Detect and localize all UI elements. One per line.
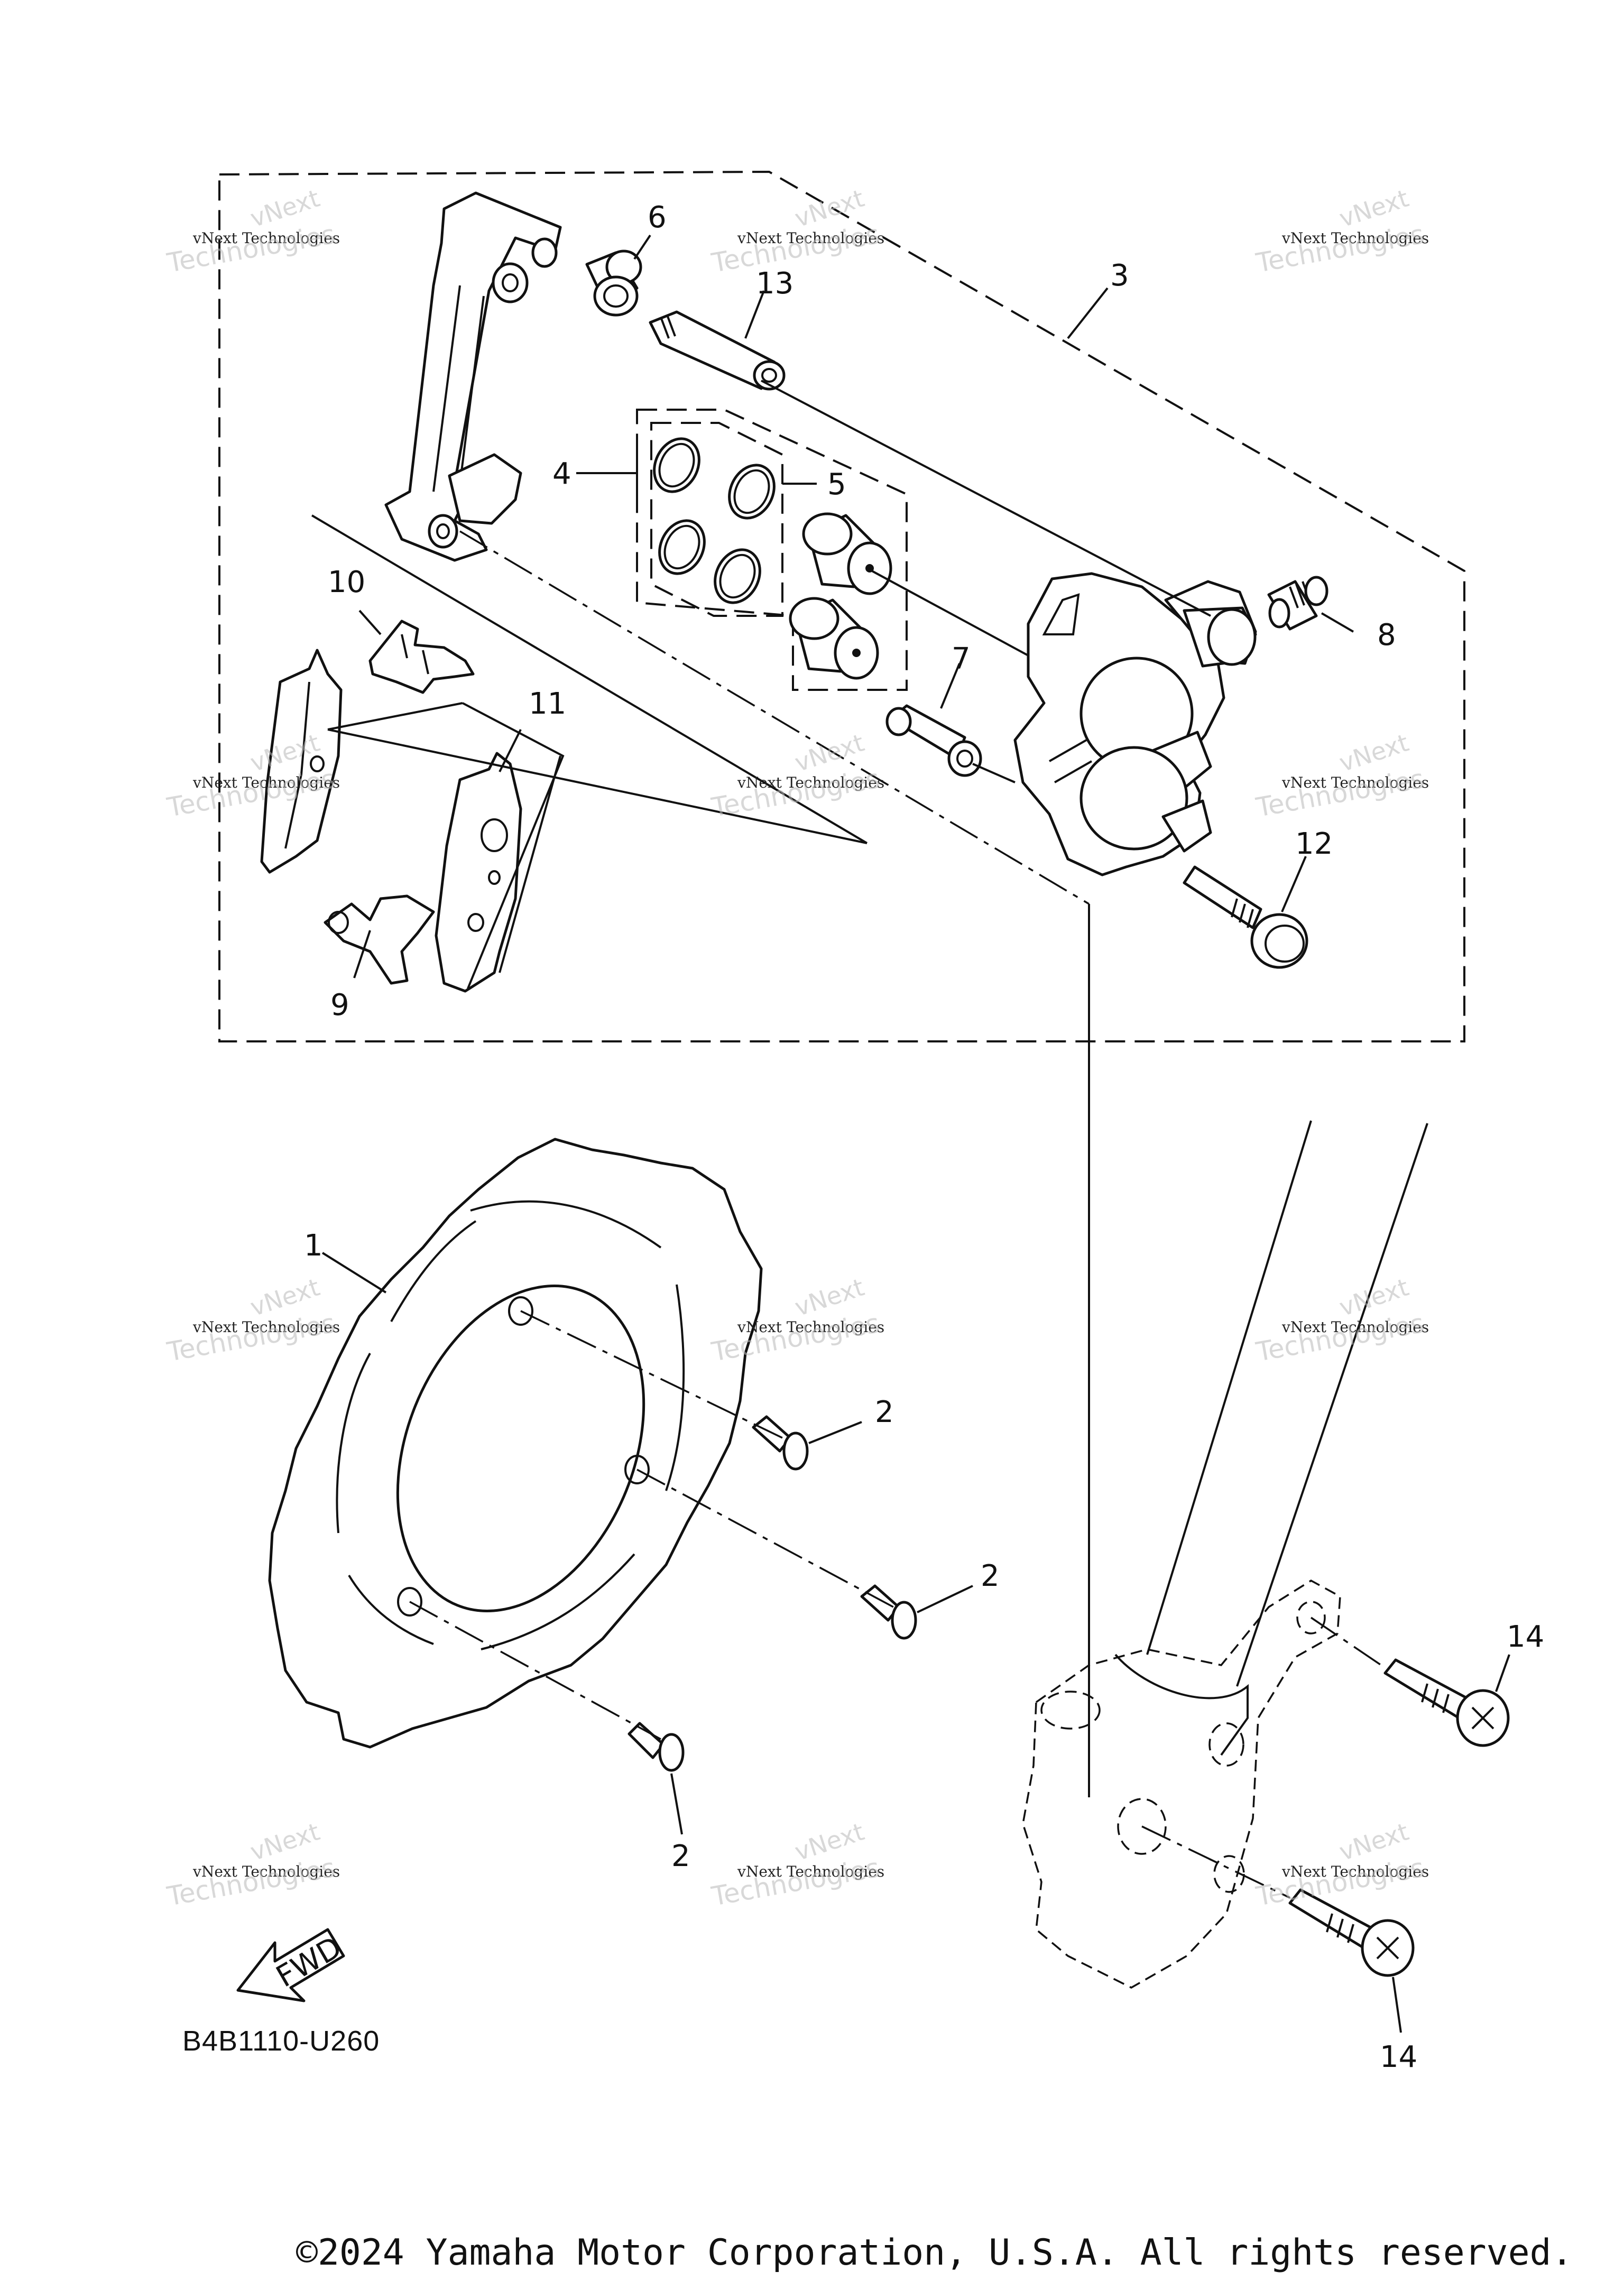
caliper-bracket <box>384 191 562 562</box>
watermark-line2: vNext Technologies <box>192 774 340 791</box>
caliper-pistons <box>789 512 892 680</box>
caliper-pin <box>885 704 982 777</box>
brake-pad-outer <box>260 649 343 874</box>
slide-pin <box>649 310 786 391</box>
callout-labels: 1 2 2 2 3 4 5 6 7 8 9 10 11 12 13 14 14 <box>304 200 1544 2074</box>
front-fork-phantom <box>1022 1120 1428 1989</box>
callout-5: 5 <box>827 467 846 502</box>
watermark-line3: Technologies <box>164 1308 337 1368</box>
leader-lines <box>321 234 1510 2033</box>
watermark-line2: vNext Technologies <box>1281 1318 1429 1336</box>
callout-1: 1 <box>304 1229 323 1263</box>
watermark-line3: Technologies <box>164 219 337 279</box>
fwd-arrow-icon: FWD <box>236 1928 347 2002</box>
boot <box>585 250 642 317</box>
piston-seals <box>653 437 776 604</box>
callout-7: 7 <box>952 642 971 676</box>
callout-6: 6 <box>648 200 667 235</box>
watermark-line2: vNext Technologies <box>737 1863 884 1880</box>
callout-3: 3 <box>1110 258 1129 293</box>
watermark-line3: Technologies <box>709 763 882 823</box>
watermark-line3: Technologies <box>1253 1308 1426 1368</box>
callout-14b: 14 <box>1380 2040 1417 2074</box>
watermark-line3: Technologies <box>1253 219 1426 279</box>
watermark-line2: vNext Technologies <box>1281 229 1429 247</box>
disc-screw-3 <box>628 1722 685 1772</box>
watermark-line2: vNext Technologies <box>192 1318 340 1336</box>
disc-screw-1 <box>752 1415 809 1471</box>
assembly-center-lines <box>311 380 1386 1899</box>
watermark-line2: vNext Technologies <box>192 1863 340 1880</box>
watermark-line3: Technologies <box>164 1852 337 1912</box>
callout-4: 4 <box>552 457 571 491</box>
callout-11: 11 <box>529 687 566 721</box>
callout-2b: 2 <box>981 1559 1000 1593</box>
watermark-line2: vNext Technologies <box>1281 1863 1429 1880</box>
callout-13: 13 <box>756 266 793 301</box>
pad-spring-10 <box>368 620 475 694</box>
callout-8: 8 <box>1377 618 1396 652</box>
caliper-assembly-boundary <box>218 170 1465 1042</box>
watermark-line3: Technologies <box>709 1852 882 1912</box>
callout-2c: 2 <box>671 1839 690 1873</box>
fork-bolt-lower <box>1288 1888 1415 1977</box>
watermark-line3: Technologies <box>709 219 882 279</box>
caliper-body <box>1013 572 1257 876</box>
callout-10: 10 <box>328 565 365 599</box>
watermark-line2: vNext Technologies <box>192 229 340 247</box>
watermark-line3: Technologies <box>1253 1852 1426 1912</box>
bleed-valve <box>1267 576 1328 631</box>
watermark-line2: vNext Technologies <box>1281 774 1429 791</box>
pad-spring-9 <box>324 894 435 985</box>
brake-pad-inner <box>435 752 522 993</box>
watermark-line2: vNext Technologies <box>737 774 884 791</box>
fork-bolt-upper <box>1383 1658 1510 1747</box>
brake-disc <box>268 1138 763 1749</box>
watermark-line3: Technologies <box>1253 763 1426 823</box>
caliper-bolt <box>1183 865 1308 969</box>
diagram-code: B4B1110-U260 <box>182 2025 380 2057</box>
seal-set-boundary <box>650 422 783 617</box>
watermark-line2: vNext Technologies <box>737 229 884 247</box>
callout-9: 9 <box>330 988 349 1022</box>
copyright-notice: ©2024 Yamaha Motor Corporation, U.S.A. A… <box>296 2232 1573 2274</box>
watermark-line2: vNext Technologies <box>737 1318 884 1336</box>
seal-kit-boundary <box>636 409 908 691</box>
callout-2a: 2 <box>875 1395 894 1429</box>
callout-12: 12 <box>1295 827 1333 861</box>
callout-14a: 14 <box>1507 1620 1544 1654</box>
